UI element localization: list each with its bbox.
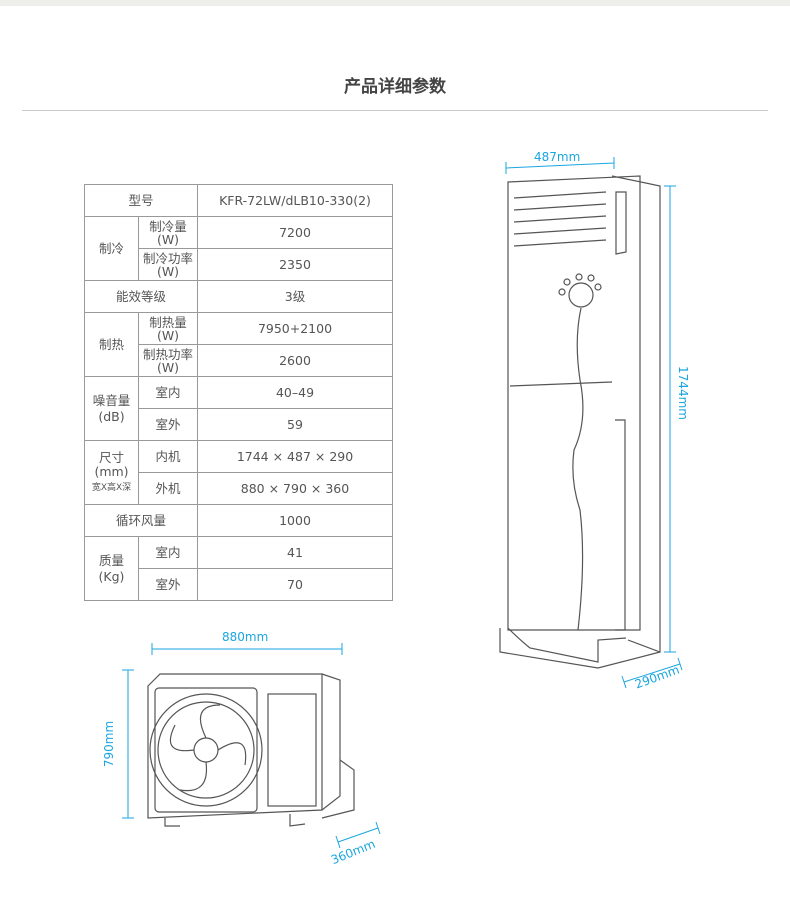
weight-indoor: 41 <box>197 536 393 569</box>
unit: (dB) <box>98 408 125 424</box>
table-row: 制热功率(W) 2600 <box>85 344 393 377</box>
noise-indoor: 40–49 <box>197 376 393 409</box>
noise-label: 噪音量 <box>92 392 131 408</box>
size-label: 尺寸 <box>98 449 124 465</box>
indoor-width-label: 487mm <box>534 150 581 164</box>
cooling-power: 2350 <box>197 248 393 281</box>
weight-indoor-label: 室内 <box>138 536 198 569</box>
divider <box>22 110 768 111</box>
efficiency-label: 能效等级 <box>84 280 198 313</box>
efficiency-value: 3级 <box>197 280 393 313</box>
cooling-power-label: 制冷功率 <box>142 250 193 266</box>
outdoor-height-label: 790mm <box>102 720 117 768</box>
heating-capacity-label: 制热量 <box>149 314 187 330</box>
top-bar <box>0 0 790 6</box>
indoor-unit-drawing <box>499 175 661 669</box>
model-value: KFR-72LW/dLB10-330(2) <box>197 184 393 217</box>
size-indoor: 1744 × 487 × 290 <box>197 440 393 473</box>
dimension-lines <box>122 157 683 849</box>
outdoor-unit-drawing <box>147 673 355 827</box>
unit: (W) <box>156 359 180 375</box>
size-outdoor-label: 外机 <box>138 472 198 505</box>
cooling-capacity-label: 制冷量 <box>149 218 187 234</box>
airflow-label: 循环风量 <box>84 504 198 537</box>
unit: (W) <box>156 263 180 279</box>
weight-label: 质量 <box>98 552 124 568</box>
size-indoor-label: 内机 <box>138 440 198 473</box>
unit: (W) <box>156 231 180 247</box>
unit: (W) <box>156 327 180 343</box>
unit: (mm) <box>94 463 129 479</box>
size-note: 宽X高X深 <box>91 482 132 493</box>
heating-capacity: 7950+2100 <box>197 312 393 345</box>
weight-outdoor: 70 <box>197 568 393 601</box>
model-label: 型号 <box>84 184 198 217</box>
heating-power-label: 制热功率 <box>142 346 193 362</box>
weight-outdoor-label: 室外 <box>138 568 198 601</box>
table-row: 制冷功率(W) 2350 <box>85 248 393 281</box>
indoor-height-label: 1744mm <box>675 366 690 420</box>
noise-indoor-label: 室内 <box>138 376 198 409</box>
unit: (Kg) <box>98 568 125 584</box>
page-title: 产品详细参数 <box>344 77 446 97</box>
outdoor-width-label: 880mm <box>222 630 269 644</box>
heating-power: 2600 <box>197 344 393 377</box>
airflow-value: 1000 <box>197 504 393 537</box>
